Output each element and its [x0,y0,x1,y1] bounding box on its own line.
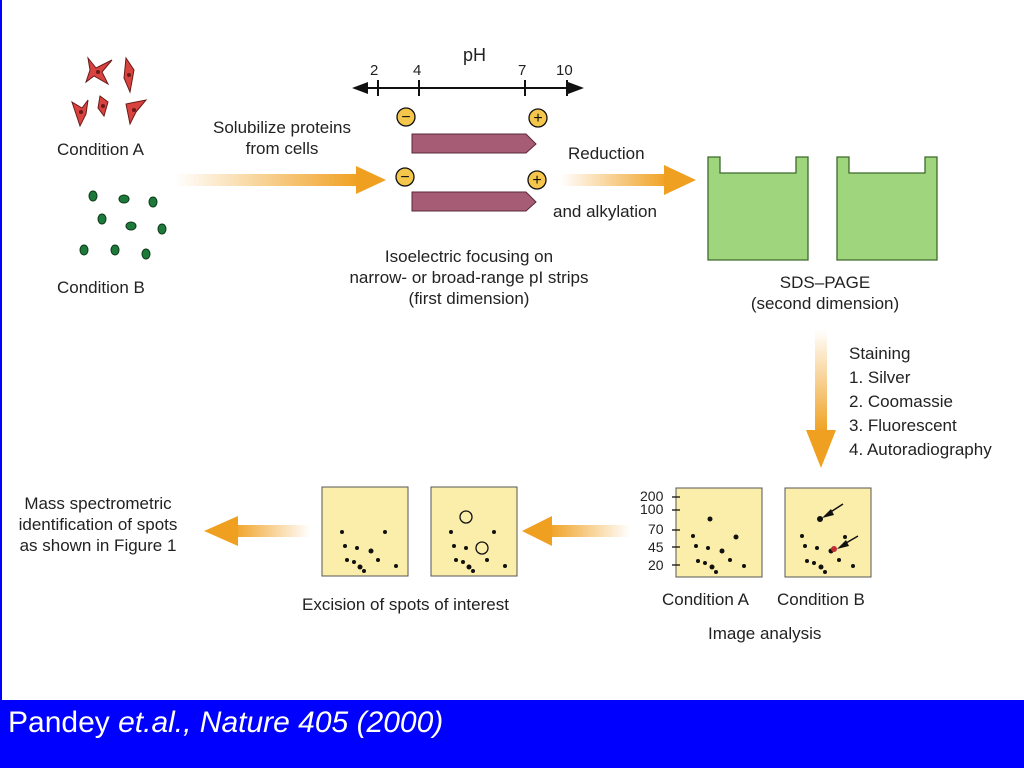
ph-scale-axis [352,80,584,96]
ph-tick-label: 2 [370,62,379,79]
staining-item: 1. Silver [849,368,911,387]
arrow-reduction-icon [560,165,696,195]
condition-b-label: Condition B [57,278,145,297]
staining-list: Staining 1. Silver 2. Coomassie 3. Fluor… [849,342,992,462]
excision-label: Excision of spots of interest [302,595,509,614]
anode-circle-top [528,108,548,128]
staining-item: 3. Fluorescent [849,416,957,435]
footer-bar [0,700,1024,768]
sds-page-label: SDS–PAGE (second dimension) [728,272,922,314]
mw-tick-label: 200 [640,488,664,504]
cathode-circle-bottom [395,167,415,187]
ief-strip-bottom [411,191,537,212]
anode-circle-bottom [527,170,547,190]
sds-page-gel-2 [836,156,938,261]
condition-a-label: Condition A [57,140,144,159]
mw-tick-label: 100 [640,501,664,517]
arrow-staining-icon [806,330,836,468]
image-analysis-label: Image analysis [708,624,822,643]
sds-line-1: SDS–PAGE [779,273,871,292]
cathode-circle-top [396,107,416,127]
gel-condition-b-label: Condition B [777,590,865,609]
staining-item: 2. Coomassie [849,392,953,411]
workflow-diagram: − + − + [71,56,938,578]
solubilize-line-1: Solubilize proteins [213,118,351,137]
analysis-gel-condition-a [672,487,763,578]
citation-reference: et.al., Nature 405 (2000) [118,706,444,739]
excision-gel-2 [430,486,518,577]
ief-line-1: Isoelectric focusing on [384,247,554,266]
mw-tick-label: 70 [648,521,664,537]
solubilize-line-2: from cells [245,139,319,158]
citation-author: Pandey [8,706,119,739]
mw-tick-label: 20 [648,557,664,573]
ms-line-2: identification of spots [18,515,178,534]
arrow-ms-icon [204,516,310,546]
alkylation-label: and alkylation [553,202,657,221]
ms-line-3: as shown in Figure 1 [19,536,177,555]
arrow-solubilize-icon [175,166,386,194]
staining-item: 4. Autoradiography [849,440,992,459]
ief-label: Isoelectric focusing on narrow- or broad… [318,246,620,309]
mw-tick-label: 45 [648,539,664,555]
staining-title: Staining [849,344,911,363]
solubilize-label: Solubilize proteins from cells [196,117,368,159]
analysis-gel-condition-b [784,487,872,578]
ief-line-2: narrow- or broad-range pI strips [349,268,589,287]
condition-b-cells-icon [79,190,167,260]
arrow-excision-icon [522,516,630,546]
anode-sign-bottom: + [532,172,541,189]
ms-line-1: Mass spectrometric [24,494,172,513]
ief-strip-top [411,133,537,154]
excision-gel-1 [321,486,409,577]
sds-page-gel-1 [707,156,809,261]
citation: Pandey et.al., Nature 405 (2000) [8,706,443,740]
gel-condition-a-label: Condition A [662,590,749,609]
cathode-sign-top: − [401,109,410,126]
ph-title: pH [463,45,487,65]
slide-frame-left [0,0,2,700]
anode-sign-top: + [533,110,542,127]
ief-line-3: (first dimension) [408,289,530,308]
cathode-sign-bottom: − [400,169,409,186]
reduction-label: Reduction [568,144,645,163]
ph-tick-label: 7 [518,62,527,79]
condition-a-cells-icon [71,56,148,128]
ms-identification-label: Mass spectrometric identification of spo… [0,493,196,556]
pointer-arrow-icon [822,503,859,549]
ph-tick-label: 10 [556,62,573,79]
sds-line-2: (second dimension) [750,294,900,313]
ph-tick-label: 4 [413,62,422,79]
